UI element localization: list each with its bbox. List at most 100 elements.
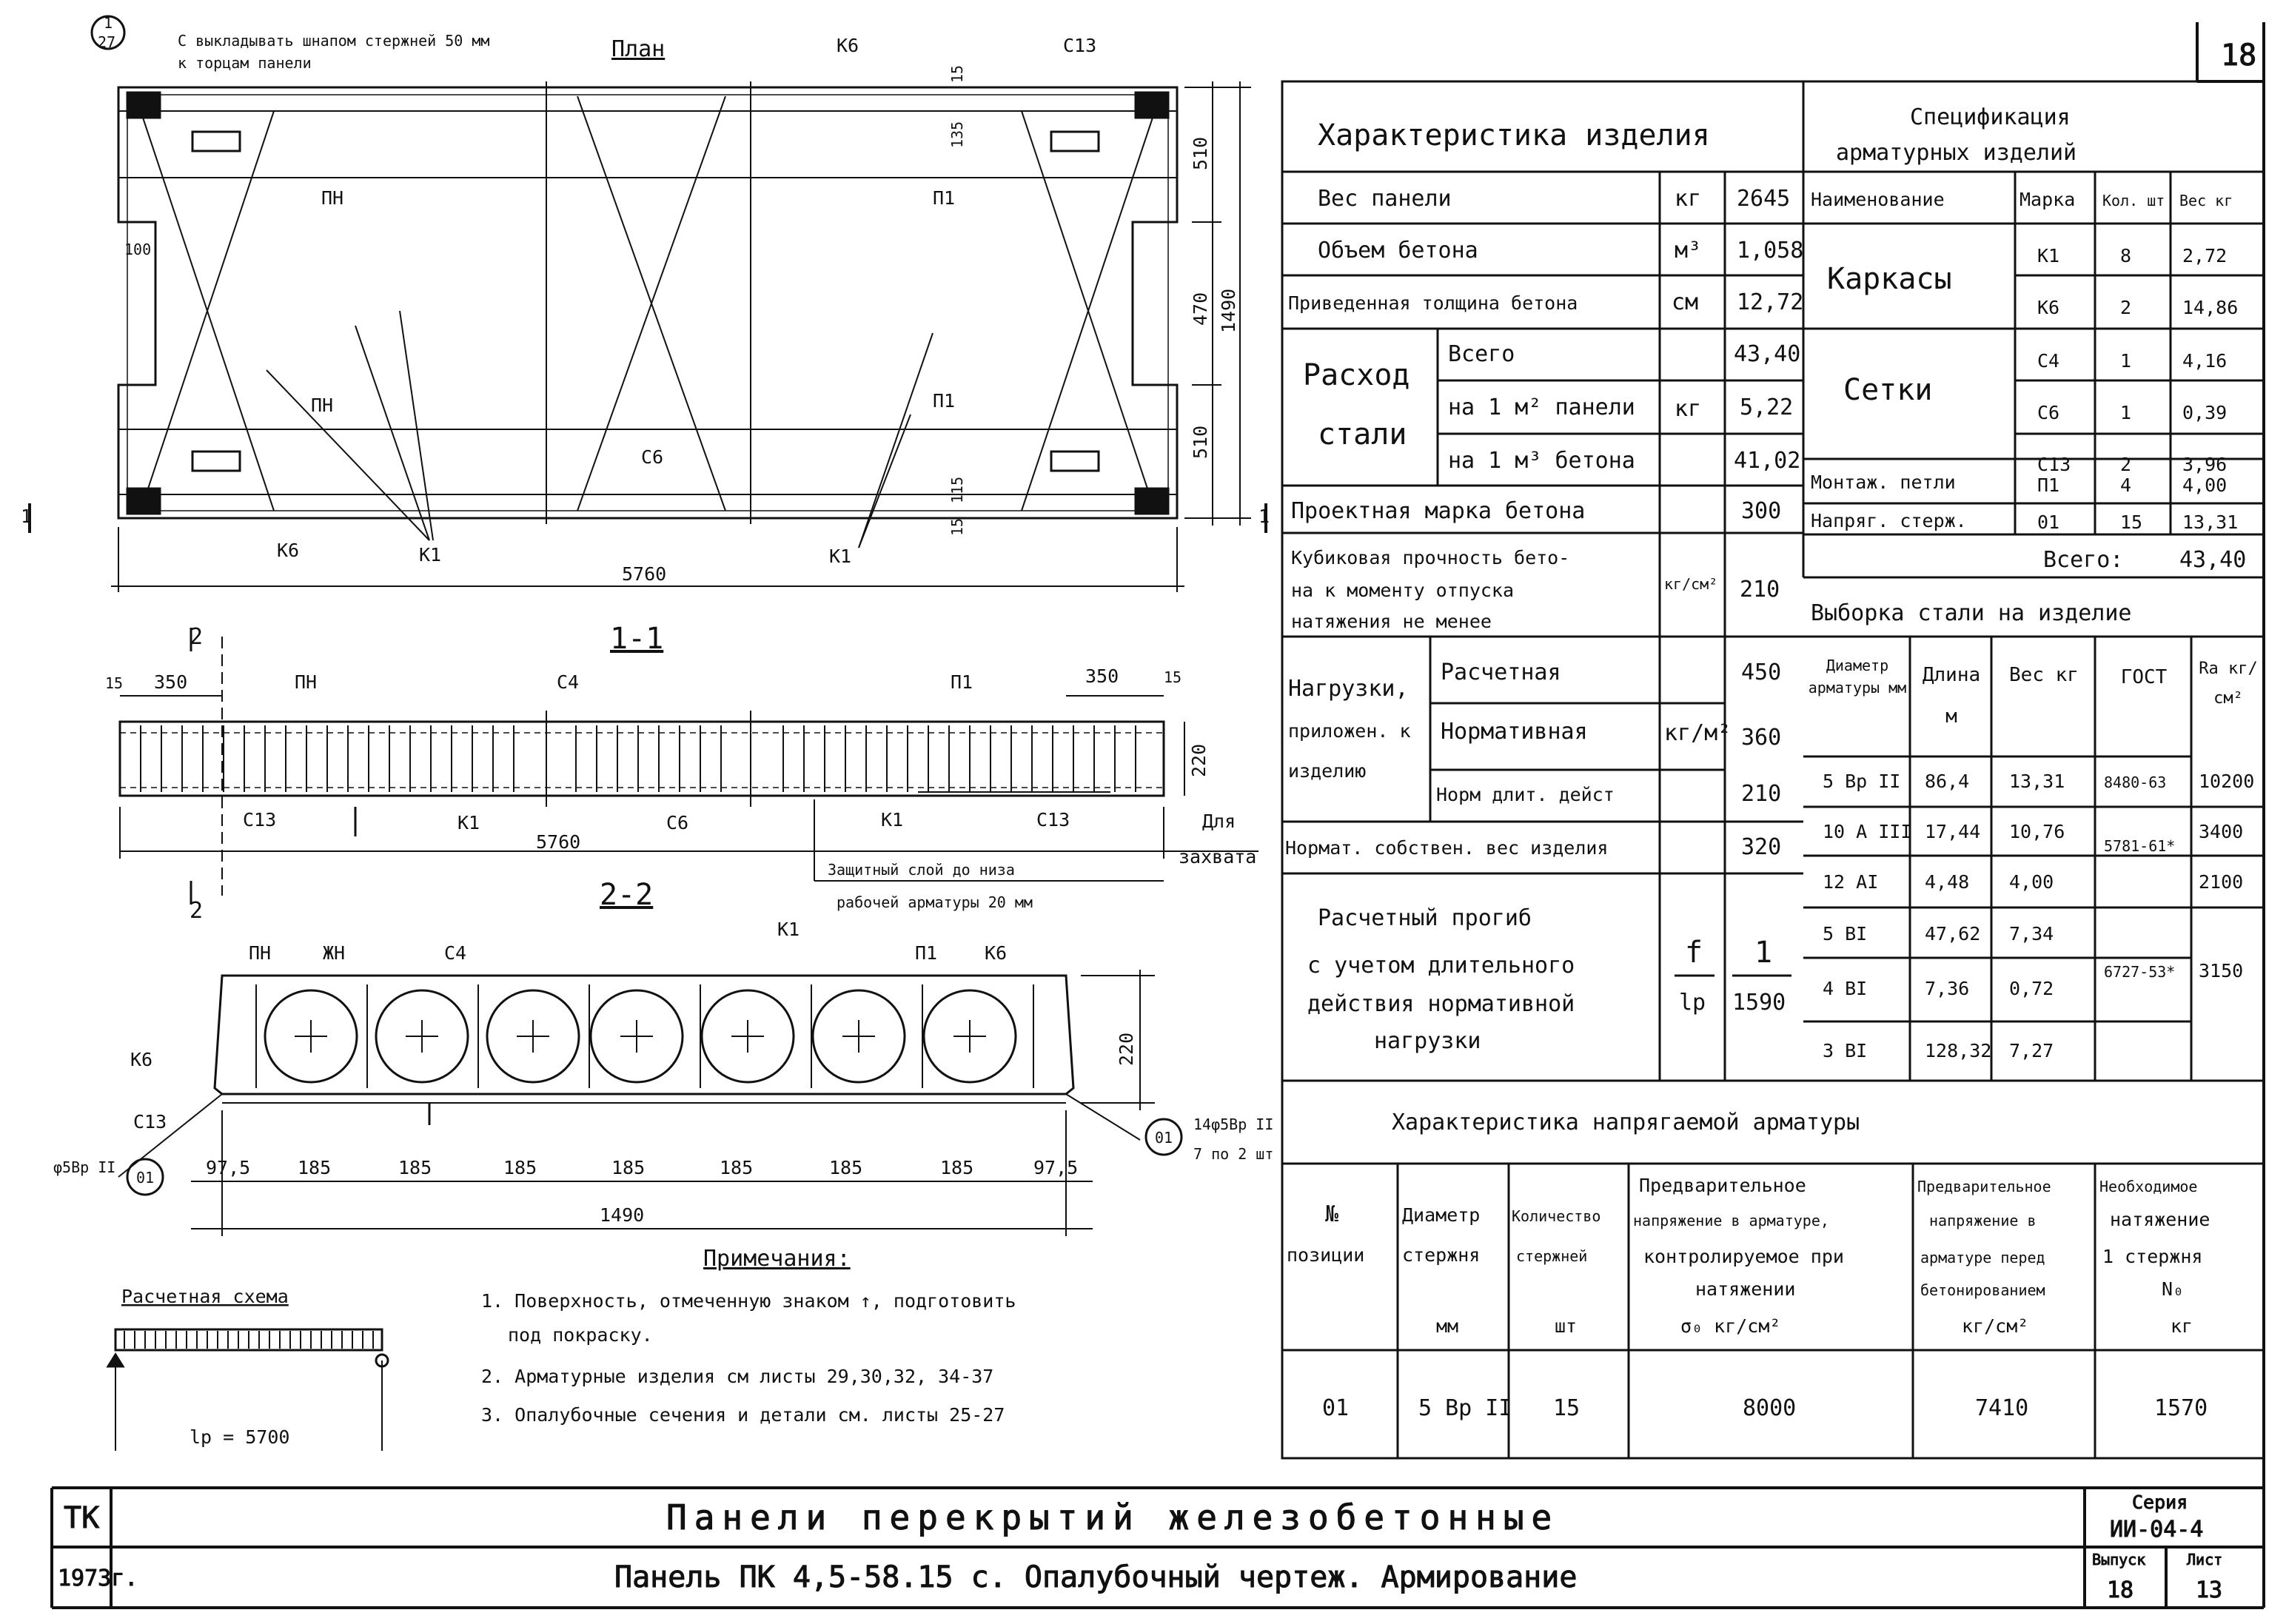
steel-header-gost: ГОСТ — [2120, 666, 2168, 688]
section-marker-bottom: 27 — [98, 33, 115, 51]
spec-total-value: 43,40 — [2179, 547, 2246, 573]
void-circle — [375, 989, 469, 1084]
calc-scheme — [106, 1328, 389, 1451]
issue-label: Выпуск — [2092, 1551, 2145, 1568]
deflection-label-1: Расчетный прогиб — [1318, 905, 1532, 931]
spec-qty: 2 — [2120, 297, 2131, 318]
spec-qty: 4 — [2120, 474, 2131, 496]
steel-selection-table — [1803, 576, 2264, 1081]
ps-h-pre1-2: напряжение в арматуре, — [1633, 1212, 1829, 1229]
sheet-value: 13 — [2196, 1577, 2222, 1603]
dim-470: 470 — [1190, 292, 1211, 326]
ps-h-pre1-1: Предварительное — [1639, 1175, 1806, 1196]
spec-name-tendons: Напряг. стерж. — [1811, 510, 1967, 531]
label-c13-top: С13 — [1063, 35, 1096, 56]
steel-header-weight: Вес кг — [2009, 664, 2079, 686]
label-c13-sec-left: С13 — [243, 809, 276, 831]
section-2-2-voids — [255, 984, 1034, 1088]
ps-row-diameter: 5 Вр II — [1418, 1395, 1512, 1421]
spec-qty: 2 — [2120, 454, 2131, 475]
label-c4-22: С4 — [444, 942, 466, 964]
ps-h-diam-1: Диаметр — [1402, 1204, 1480, 1226]
section-2-2 — [118, 970, 1155, 1236]
pos-01-left-circle — [126, 1158, 164, 1196]
note-3: 3. Опалубочные сечения и детали см. лист… — [481, 1404, 1005, 1426]
ra-2: 3400 — [2199, 821, 2243, 842]
label-p1-22: П1 — [915, 942, 937, 964]
dim-15-sec-left: 15 — [105, 674, 123, 692]
title-line-2: Панель ПК 4,5-58.15 с. Опалубочный черте… — [614, 1560, 1577, 1594]
dim-510-bottom: 510 — [1190, 426, 1211, 459]
steel-weight: 10,76 — [2009, 821, 2065, 842]
steel-unit: кг — [1675, 396, 1701, 422]
steel-diameter: 5 Вр II — [1823, 771, 1900, 792]
prestress-text: Характеристика напрягаемой арматуры № по… — [1287, 1110, 2210, 1421]
label-dlya: Для — [1202, 811, 1236, 832]
load-long-value: 210 — [1741, 781, 1781, 807]
ra-1: 10200 — [2199, 771, 2254, 792]
ps-h-count-1: Количество — [1512, 1207, 1600, 1225]
steel-header-diameter: Диаметр арматуры мм — [1808, 657, 1907, 697]
deflection-value-top: 1 — [1754, 936, 1772, 970]
dim-15-sec-right: 15 — [1164, 668, 1181, 686]
section-1-1-stirrups — [140, 725, 1136, 792]
spec-name-loops: Монтаж. петли — [1811, 472, 1956, 493]
ra-4: 3150 — [2199, 960, 2243, 982]
loads-label-2: приложен. к — [1288, 720, 1411, 742]
steel-diameter: 5 ВI — [1823, 923, 1867, 944]
title-year: 1973г. — [58, 1566, 138, 1591]
label-k1-sec-right: К1 — [881, 809, 903, 831]
void-circle — [700, 989, 795, 1084]
section-2-2-title: 2-2 — [600, 878, 653, 912]
ps-row-count: 15 — [1553, 1395, 1580, 1421]
strength-label-3: натяжения не менее — [1291, 611, 1492, 632]
label-k1-plan-right: К1 — [829, 546, 851, 567]
section-2-2-text: 2-2 ПН ЖН С4 К1 П1 К6 К6 С13 220 1490 φ5… — [53, 878, 1273, 1226]
note-1: 1. Поверхность, отмеченную знаком ↑, под… — [481, 1290, 1016, 1312]
spec-mark: С4 — [2037, 350, 2059, 372]
plan-note-line-1: С выкладывать шнапом стержней 50 мм — [178, 32, 489, 50]
cut-mark-left: 1 — [21, 506, 32, 527]
label-k6-22-right: К6 — [985, 942, 1007, 964]
sheet-frame — [50, 22, 2265, 1609]
note-2: 2. Арматурные изделия см листы 29,30,32,… — [481, 1366, 993, 1387]
grade-label: Проектная марка бетона — [1291, 498, 1585, 524]
scheme-lp: lр = 5700 — [190, 1426, 289, 1448]
spec-weight: 3,96 — [2182, 454, 2227, 475]
strength-label-1: Кубиковая прочность бето- — [1291, 547, 1569, 568]
dim-1490-22: 1490 — [600, 1204, 644, 1226]
steel-weight: 7,34 — [2009, 923, 2054, 944]
label-k1-22: К1 — [777, 919, 800, 940]
pos-01-left: 01 — [136, 1169, 154, 1187]
ps-h-diam-2: стержня — [1402, 1244, 1480, 1266]
steel-diameter: 12 АI — [1823, 871, 1878, 893]
spec-mark: К1 — [2037, 245, 2059, 266]
label-pn-top: ПН — [321, 187, 343, 209]
label-c13-22: С13 — [133, 1111, 167, 1133]
spec-header-weight: Вес кг — [2179, 192, 2233, 209]
characteristics-text: Характеристика изделия Вес панели кг 264… — [1285, 118, 1803, 1054]
issue-value: 18 — [2107, 1577, 2134, 1603]
ps-h-req-3: 1 стержня — [2102, 1246, 2202, 1267]
gost-2: 5781-61* — [2104, 837, 2175, 855]
weight-unit: кг — [1675, 186, 1701, 212]
deflection-value-bottom: 1590 — [1732, 990, 1786, 1016]
dim-value: 185 — [298, 1157, 331, 1178]
dim-220-sec: 220 — [1188, 744, 1210, 777]
spec-weight: 0,39 — [2182, 402, 2227, 423]
spec-title-1: Спецификация — [1910, 104, 2071, 130]
steel-label-2: стали — [1318, 417, 1407, 452]
ps-h-pre2-1: Предварительное — [1917, 1178, 2051, 1195]
spec-mark: С13 — [2037, 454, 2071, 475]
spec-header-mark: Марка — [2019, 189, 2075, 210]
strength-unit: кг/см² — [1664, 575, 1717, 593]
characteristics-title: Характеристика изделия — [1318, 118, 1710, 152]
label-pn-bottom: ПН — [311, 395, 333, 416]
ps-h-pre2-4: бетонированием — [1920, 1281, 2045, 1299]
dim-value: 97,5 — [1033, 1157, 1078, 1178]
label-pn-sec: ПН — [295, 671, 317, 693]
steel-length: 86,4 — [1925, 771, 1969, 792]
